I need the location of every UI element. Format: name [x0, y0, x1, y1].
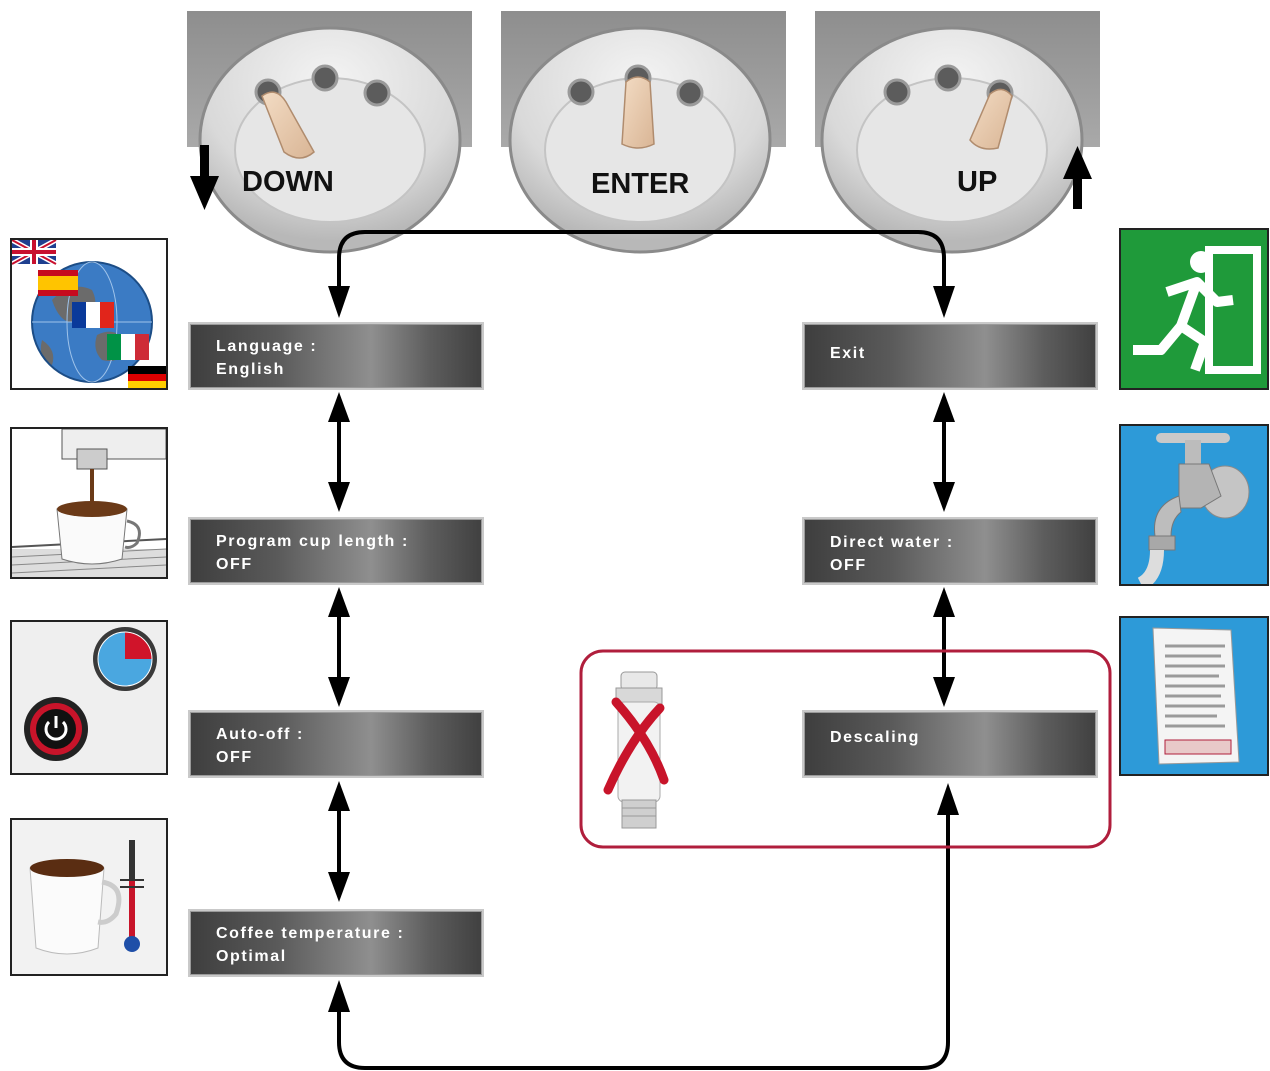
water-filter-crossed-icon [603, 671, 669, 829]
descaling-filter-highlight [579, 649, 1112, 849]
down-label: DOWN [242, 166, 334, 198]
menu-item-value: OFF [216, 749, 253, 766]
power-timer-icon [10, 620, 168, 775]
menu-item-value: Optimal [216, 948, 287, 965]
up-label: UP [957, 166, 998, 198]
menu-item-label: Coffee temperature : [216, 925, 405, 942]
control-panel-down [187, 11, 472, 254]
menu-item-label: Auto-off : [216, 726, 304, 743]
menu-item-value: English [216, 361, 285, 378]
menu-item-direct-water: Direct water : OFF [802, 517, 1098, 585]
control-panel-enter [501, 11, 786, 254]
menu-item-auto-off: Auto-off : OFF [188, 710, 484, 778]
menu-item-label: Direct water : [830, 534, 954, 551]
flow-arrowheads [328, 286, 959, 1012]
menu-item-value: OFF [830, 557, 867, 574]
exit-icon [1119, 228, 1269, 390]
enter-label: ENTER [591, 168, 690, 200]
down-arrow-icon [190, 145, 219, 210]
menu-item-exit: Exit [802, 322, 1098, 390]
menu-item-label: Program cup length : [216, 533, 409, 550]
water-tap-icon [1119, 424, 1269, 586]
flow-connectors [337, 230, 950, 1070]
control-panel-up [815, 11, 1100, 254]
menu-item-label: Descaling [830, 729, 920, 746]
cup-dispensing-icon [10, 427, 168, 579]
menu-item-descaling: Descaling [802, 710, 1098, 778]
menu-item-language: Language : English [188, 322, 484, 390]
language-globe-flags-icon [10, 238, 168, 390]
descaler-packet-icon [1119, 616, 1269, 776]
cup-thermometer-icon [10, 818, 168, 976]
menu-item-value: OFF [216, 556, 253, 573]
up-arrow-icon [1063, 146, 1092, 209]
menu-item-label: Exit [830, 345, 866, 362]
menu-item-program-cup-length: Program cup length : OFF [188, 517, 484, 585]
menu-item-coffee-temperature: Coffee temperature : Optimal [188, 909, 484, 977]
menu-item-label: Language : [216, 338, 318, 355]
